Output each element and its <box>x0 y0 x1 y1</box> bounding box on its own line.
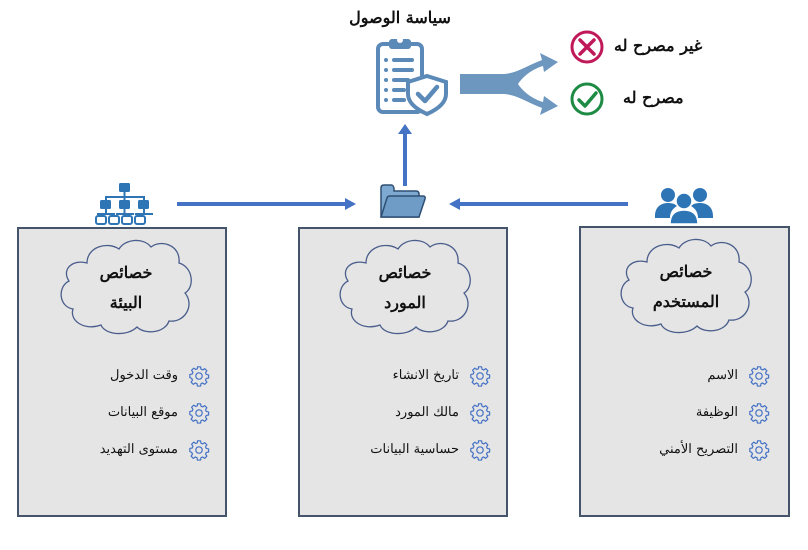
decision-split-arrow <box>460 53 558 115</box>
user-attribute-item: الاسم <box>659 357 770 394</box>
user-title-line2: المستخدم <box>652 292 720 311</box>
denied-label: غير مصرح له <box>614 36 703 55</box>
resource-attribute-item: مالك المورد <box>370 394 491 431</box>
user-attribute-list: الاسم الوظيفة التصريح الأمني <box>659 357 770 468</box>
resource-title-line1: خصائص <box>378 263 432 282</box>
gear-icon <box>470 439 491 461</box>
resource-cloud-shape <box>339 239 471 335</box>
gear-icon <box>189 365 210 387</box>
resource-attribute-label: حساسية البيانات <box>370 442 459 457</box>
granted-label: مصرح له <box>623 88 684 107</box>
environment-attributes-panel: خصائص البيئة وقت الدخول موقع البيانات مس… <box>17 227 227 517</box>
environment-attribute-list: وقت الدخول موقع البيانات مستوى التهديد <box>100 357 210 468</box>
user-attributes-panel: خصائص المستخدم الاسم الوظيفة التصريح الأ… <box>579 226 790 517</box>
check-circle-icon <box>570 82 604 116</box>
user-attribute-label: الوظيفة <box>695 405 738 420</box>
clipboard-shield-check-icon <box>376 37 448 117</box>
environment-attribute-item: وقت الدخول <box>100 357 210 394</box>
resource-title-line2: المورد <box>384 293 426 312</box>
hierarchy-icon <box>95 183 153 225</box>
folder-icon <box>380 184 426 218</box>
access-policy-title: سياسة الوصول <box>349 8 451 27</box>
environment-attribute-item: مستوى التهديد <box>100 431 210 468</box>
user-attribute-item: التصريح الأمني <box>659 431 770 468</box>
users-group-icon <box>655 188 713 225</box>
arrow-environment-to-resource <box>177 198 356 210</box>
resource-attribute-list: تاريخ الانشاء مالك المورد حساسية البيانا… <box>370 357 491 468</box>
x-circle-icon <box>570 30 604 64</box>
gear-icon <box>749 439 770 461</box>
gear-icon <box>470 402 491 424</box>
gear-icon <box>189 439 210 461</box>
environment-cloud-shape <box>60 239 192 335</box>
user-title-line1: خصائص <box>659 262 713 281</box>
resource-attribute-item: تاريخ الانشاء <box>370 357 491 394</box>
environment-attribute-label: مستوى التهديد <box>99 442 178 457</box>
resource-attribute-label: مالك المورد <box>395 405 459 420</box>
environment-attribute-item: موقع البيانات <box>100 394 210 431</box>
resource-attribute-item: حساسية البيانات <box>370 431 491 468</box>
resource-attributes-panel: خصائص المورد تاريخ الانشاء مالك المورد ح… <box>298 227 508 517</box>
user-attribute-item: الوظيفة <box>659 394 770 431</box>
gear-icon <box>749 365 770 387</box>
gear-icon <box>749 402 770 424</box>
resource-attribute-label: تاريخ الانشاء <box>392 368 459 383</box>
environment-title-line2: البيئة <box>109 293 143 312</box>
gear-icon <box>470 365 491 387</box>
user-attribute-label: الاسم <box>707 368 738 383</box>
user-attribute-label: التصريح الأمني <box>659 442 738 457</box>
user-cloud-shape <box>620 238 752 334</box>
environment-attribute-label: موقع البيانات <box>107 405 178 420</box>
environment-attribute-label: وقت الدخول <box>110 368 178 383</box>
arrow-user-to-resource <box>449 198 628 210</box>
environment-title-line1: خصائص <box>99 263 153 282</box>
arrow-folder-to-policy <box>398 124 412 186</box>
gear-icon <box>189 402 210 424</box>
